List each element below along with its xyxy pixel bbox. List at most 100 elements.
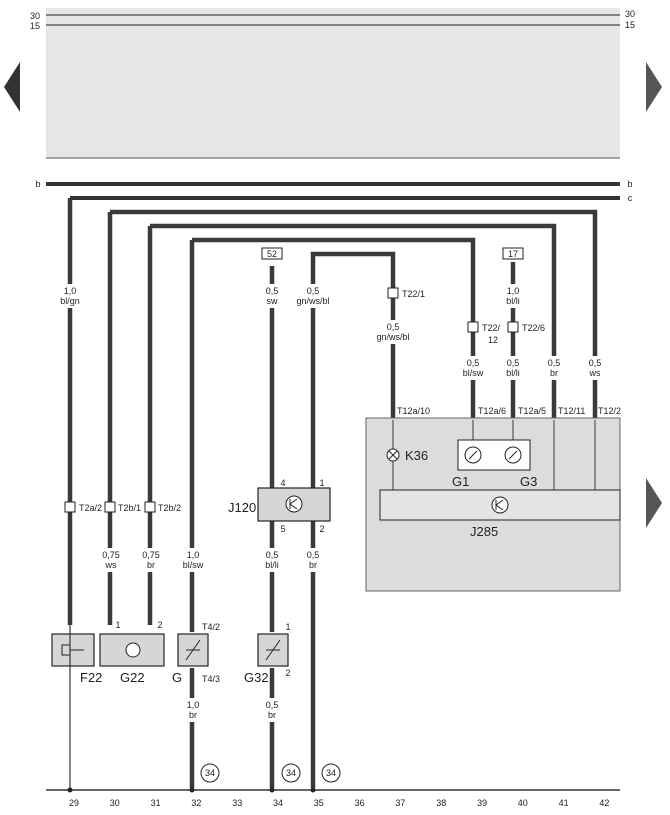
column-number: 35 (314, 798, 324, 808)
svg-text:T12/2: T12/2 (598, 406, 621, 416)
svg-text:T22/6: T22/6 (522, 323, 545, 333)
j120-pin-4: 4 (280, 478, 285, 488)
g3-label: G3 (520, 474, 537, 489)
k36-label: K36 (405, 448, 428, 463)
svg-text:T12a/6: T12a/6 (478, 406, 506, 416)
g-label: G (172, 670, 182, 685)
svg-text:br: br (309, 560, 317, 570)
column-number: 39 (477, 798, 487, 808)
svg-text:br: br (189, 710, 197, 720)
svg-text:T22/: T22/ (482, 323, 501, 333)
svg-text:1,0: 1,0 (64, 286, 77, 296)
svg-text:0,5: 0,5 (266, 550, 279, 560)
svg-text:bl/gn: bl/gn (60, 296, 80, 306)
svg-text:0,5: 0,5 (307, 286, 320, 296)
svg-text:sw: sw (267, 296, 279, 306)
column-number: 36 (355, 798, 365, 808)
svg-text:br: br (147, 560, 155, 570)
svg-text:T12a/10: T12a/10 (397, 406, 430, 416)
ref-17-label: 17 (508, 249, 518, 259)
svg-text:T12/11: T12/11 (558, 406, 585, 416)
column-number: 30 (110, 798, 120, 808)
svg-text:gn/ws/bl: gn/ws/bl (296, 296, 329, 306)
j120-pin-1: 1 (319, 478, 324, 488)
column-number: 41 (559, 798, 569, 808)
transistor-icon (491, 496, 509, 514)
wire-labels: 1,0 bl/gn 0,5 sw 0,5 gn/ws/bl 1,0 bl/li … (56, 284, 609, 722)
wire-ws-42 (110, 209, 598, 420)
svg-text:1,0: 1,0 (507, 286, 520, 296)
ground-refs: 34 34 34 (200, 763, 341, 783)
connectors-t22: T22/1 T22/ 12 T22/6 (387, 287, 545, 345)
rail-15-label-right: 15 (625, 20, 635, 30)
prev-page-arrow-icon[interactable] (4, 62, 20, 112)
svg-text:br: br (268, 710, 276, 720)
rail-c-label: c (628, 193, 633, 203)
g22-pin-1: 1 (115, 620, 120, 630)
rail-30-label-right: 30 (625, 9, 635, 19)
svg-text:bl/sw: bl/sw (463, 368, 484, 378)
svg-text:0,5: 0,5 (507, 358, 520, 368)
svg-text:T12a/5: T12a/5 (518, 406, 546, 416)
column-number: 40 (518, 798, 528, 808)
f22-label: F22 (80, 670, 102, 685)
svg-text:T22/1: T22/1 (402, 289, 425, 299)
svg-text:bl/li: bl/li (506, 368, 520, 378)
g22-pin-2: 2 (157, 620, 162, 630)
svg-text:1,0: 1,0 (187, 550, 200, 560)
rail-b-label-left: b (35, 179, 40, 189)
column-number: 31 (151, 798, 161, 808)
j285-label: J285 (470, 524, 498, 539)
svg-text:34: 34 (326, 768, 336, 778)
svg-text:0,5: 0,5 (589, 358, 602, 368)
svg-text:34: 34 (205, 768, 215, 778)
svg-text:bl/li: bl/li (265, 560, 279, 570)
svg-text:0,5: 0,5 (548, 358, 561, 368)
svg-text:0,5: 0,5 (387, 322, 400, 332)
rail-b-label-right: b (627, 179, 632, 189)
j120-transistor-icon (285, 495, 303, 513)
svg-text:T2b/1: T2b/1 (118, 503, 141, 513)
svg-text:0,5: 0,5 (307, 550, 320, 560)
coolant-sensor-icon (265, 639, 281, 661)
g32-pin-1: 1 (285, 622, 290, 632)
fuel-sender-icon (185, 639, 201, 661)
svg-text:0,5: 0,5 (266, 286, 279, 296)
ref-box-52 (261, 247, 283, 260)
svg-text:0,5: 0,5 (266, 700, 279, 710)
column-number: 37 (395, 798, 405, 808)
continue-arrow-icon[interactable] (646, 478, 662, 528)
t12-connector-labels: T12a/10 T12a/6 T12a/5 T12/11 T12/2 (397, 406, 621, 416)
j120-pin-2: 2 (319, 524, 324, 534)
svg-text:12: 12 (488, 335, 498, 345)
rail-15-label-left: 15 (30, 21, 40, 31)
g32-label: G32 (244, 670, 269, 685)
svg-text:0,5: 0,5 (467, 358, 480, 368)
column-number: 42 (599, 798, 609, 808)
column-number: 34 (273, 798, 283, 808)
column-number: 33 (232, 798, 242, 808)
svg-text:ws: ws (589, 368, 601, 378)
column-number: 38 (436, 798, 446, 808)
t2-connectors: T2a/2 T2b/1 T2b/2 (64, 501, 181, 513)
rail-30-label-left: 30 (30, 11, 40, 21)
column-number: 32 (191, 798, 201, 808)
svg-text:bl/sw: bl/sw (183, 560, 204, 570)
t4-3-label: T4/3 (202, 674, 220, 684)
svg-text:0,75: 0,75 (102, 550, 120, 560)
t4-2-label: T4/2 (202, 622, 220, 632)
wire-br-41 (150, 223, 557, 420)
wire-blsw-39 (192, 237, 476, 420)
svg-text:1,0: 1,0 (187, 700, 200, 710)
svg-text:br: br (550, 368, 558, 378)
previous-page-area (46, 8, 620, 158)
g32-pin-2: 2 (285, 668, 290, 678)
svg-text:0,75: 0,75 (142, 550, 160, 560)
ref-box-17 (502, 247, 524, 260)
next-page-arrow-icon[interactable] (646, 62, 662, 112)
svg-text:gn/ws/bl: gn/ws/bl (376, 332, 409, 342)
g1-label: G1 (452, 474, 469, 489)
ref-52-label: 52 (267, 249, 277, 259)
